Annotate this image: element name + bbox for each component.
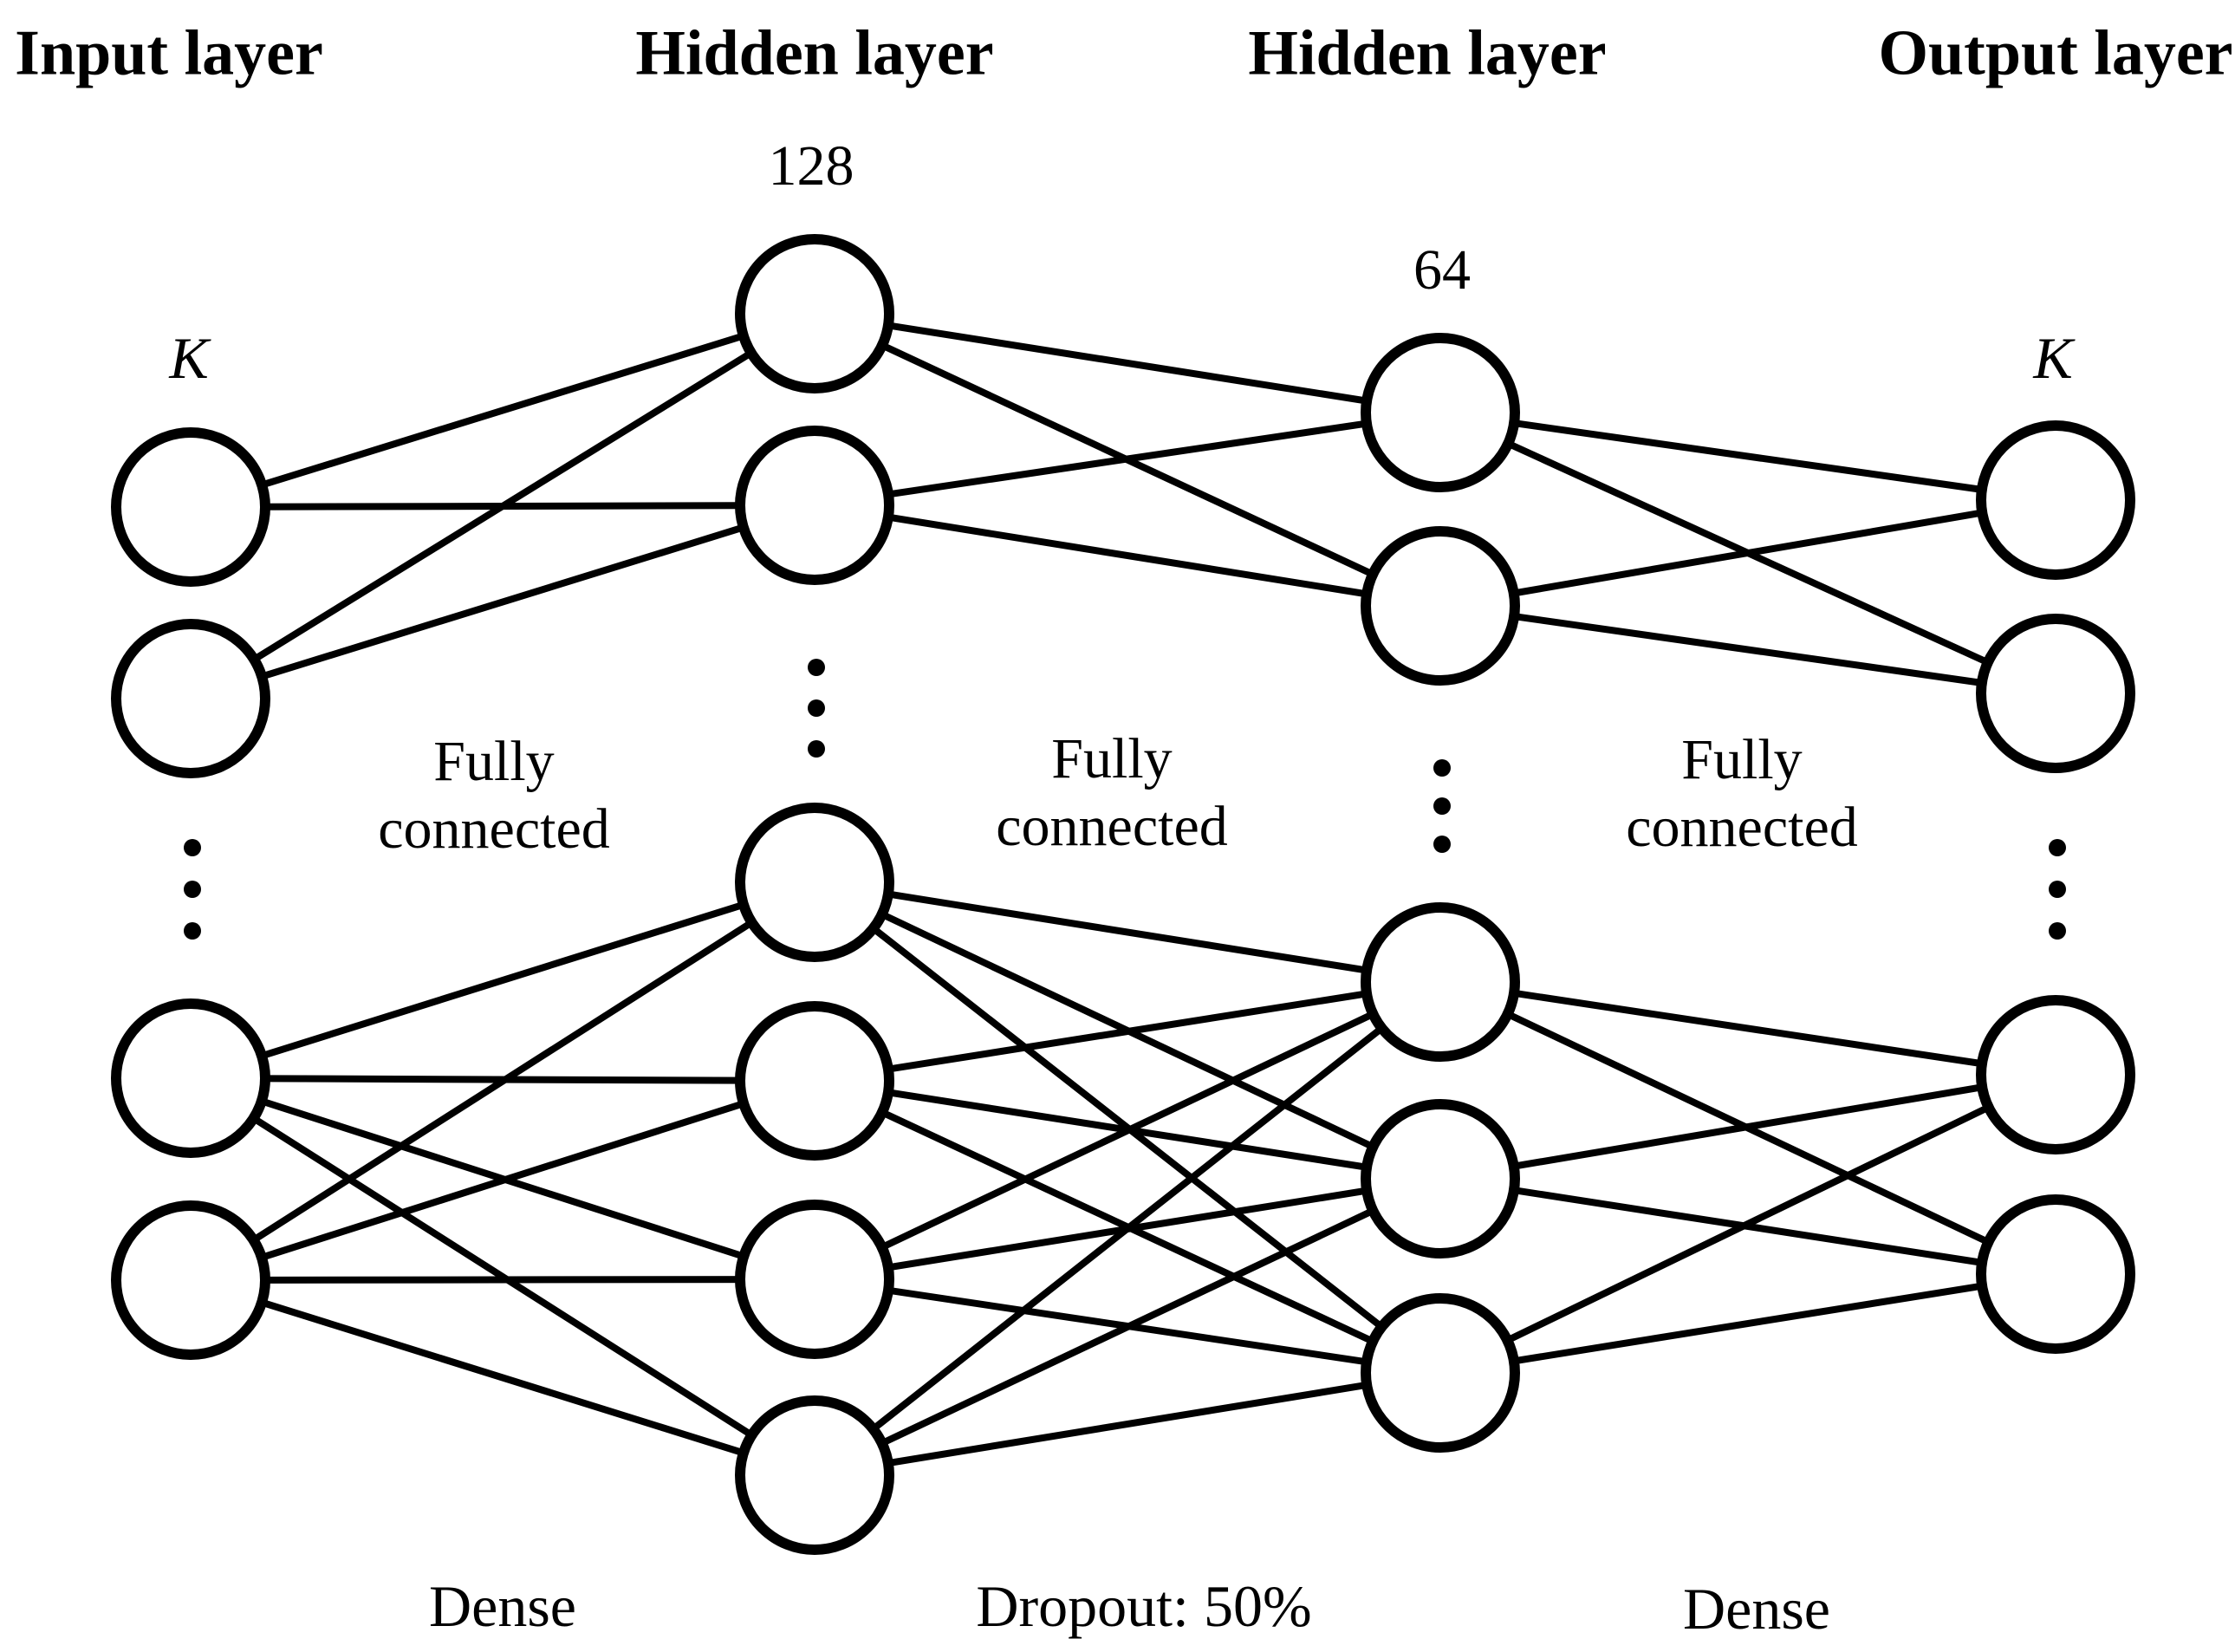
edge-input1-hidden11 bbox=[189, 310, 816, 511]
output-dimension-label: K bbox=[2033, 324, 2073, 391]
edge-hidden21-output1 bbox=[1439, 409, 2056, 504]
edge-hidden25-output4 bbox=[1439, 1271, 2056, 1376]
output-neuron-node-1 bbox=[1976, 420, 2135, 580]
hidden2-ellipsis-dot-3 bbox=[1433, 836, 1451, 853]
hidden2-neuron-node-4 bbox=[1361, 1099, 1520, 1259]
output-neuron-node-2 bbox=[1976, 614, 2135, 773]
edge-hidden12-hidden22 bbox=[814, 502, 1441, 609]
edge-hidden12-hidden21 bbox=[814, 409, 1441, 509]
edge-input4-hidden14 bbox=[189, 1077, 816, 1284]
edge-hidden14-hidden23 bbox=[814, 979, 1441, 1084]
edge-hidden22-output1 bbox=[1439, 497, 2056, 609]
edge-hidden22-output2 bbox=[1439, 602, 2056, 697]
output-neuron-node-4 bbox=[1976, 1194, 2135, 1354]
hidden2-neuron-node-2 bbox=[1361, 526, 1520, 686]
hidden1-ellipsis-dot-2 bbox=[808, 699, 825, 717]
hidden2-neuron-node-3 bbox=[1361, 902, 1520, 1062]
input-layer-title: Input layer bbox=[15, 17, 323, 89]
output-ellipsis-dot-1 bbox=[2049, 839, 2066, 856]
input-neuron-node-3 bbox=[111, 998, 270, 1158]
edge-hidden11-hidden21 bbox=[814, 310, 1441, 416]
hidden1-neuron-node-4 bbox=[735, 1001, 894, 1161]
hidden2-ellipsis-dot-1 bbox=[1433, 759, 1451, 777]
edge-hidden16-hidden24 bbox=[813, 1175, 1442, 1479]
edge-input2-hidden12 bbox=[189, 502, 816, 702]
edge-input4-hidden15 bbox=[190, 1276, 815, 1284]
hidden-layer-2-title: Hidden layer bbox=[1248, 17, 1607, 89]
fully-connected-label-3: Fully connected bbox=[1626, 728, 1858, 859]
hidden2-neuron-node-5 bbox=[1361, 1293, 1520, 1453]
hidden1-ellipsis-dot-1 bbox=[808, 659, 825, 676]
input-ellipsis-dot-1 bbox=[184, 839, 201, 856]
hidden-layer-1-title: Hidden layer bbox=[635, 17, 994, 89]
edge-input4-hidden13 bbox=[188, 879, 817, 1284]
output-ellipsis-dot-2 bbox=[2049, 881, 2066, 898]
hidden2-unit-count: 64 bbox=[1413, 238, 1471, 302]
hidden1-neuron-node-6 bbox=[735, 1395, 894, 1555]
hidden1-ellipsis-dot-3 bbox=[808, 740, 825, 758]
dropout-label: Dropout: 50% bbox=[976, 1572, 1312, 1639]
dense-label-left: Dense bbox=[429, 1572, 576, 1639]
input-ellipsis-dot-3 bbox=[184, 922, 201, 940]
edge-hidden16-hidden25 bbox=[814, 1369, 1441, 1479]
hidden1-neuron-node-2 bbox=[735, 426, 894, 585]
input-neuron-node-2 bbox=[111, 619, 270, 778]
edge-hidden24-output3 bbox=[1439, 1071, 2056, 1182]
edge-hidden16-hidden23 bbox=[812, 979, 1443, 1479]
input-neuron-node-1 bbox=[111, 427, 270, 587]
edge-hidden13-hidden23 bbox=[814, 879, 1441, 985]
output-ellipsis-dot-3 bbox=[2049, 922, 2066, 940]
hidden1-neuron-node-3 bbox=[735, 803, 894, 962]
edge-input3-hidden13 bbox=[189, 879, 816, 1082]
output-layer-title: Output layer bbox=[1878, 17, 2233, 89]
fully-connected-label-2: Fully connected bbox=[996, 727, 1228, 858]
output-neuron-node-3 bbox=[1976, 995, 2135, 1154]
hidden1-neuron-node-5 bbox=[735, 1200, 894, 1359]
input-dimension-label: K bbox=[169, 324, 209, 391]
edge-input2-hidden11 bbox=[188, 310, 817, 702]
input-neuron-node-4 bbox=[111, 1200, 270, 1360]
hidden1-neuron-node-1 bbox=[735, 234, 894, 393]
edge-hidden23-output3 bbox=[1439, 979, 2056, 1078]
dense-label-right: Dense bbox=[1683, 1575, 1830, 1642]
edge-input4-hidden16 bbox=[189, 1277, 816, 1479]
edge-hidden15-hidden23 bbox=[813, 979, 1442, 1283]
hidden1-unit-count: 128 bbox=[768, 134, 854, 198]
hidden2-neuron-node-1 bbox=[1361, 333, 1520, 492]
edge-hidden25-output3 bbox=[1439, 1071, 2057, 1376]
fully-connected-label-1: Fully connected bbox=[378, 730, 610, 861]
input-ellipsis-dot-2 bbox=[184, 881, 201, 898]
hidden2-ellipsis-dot-2 bbox=[1433, 797, 1451, 815]
